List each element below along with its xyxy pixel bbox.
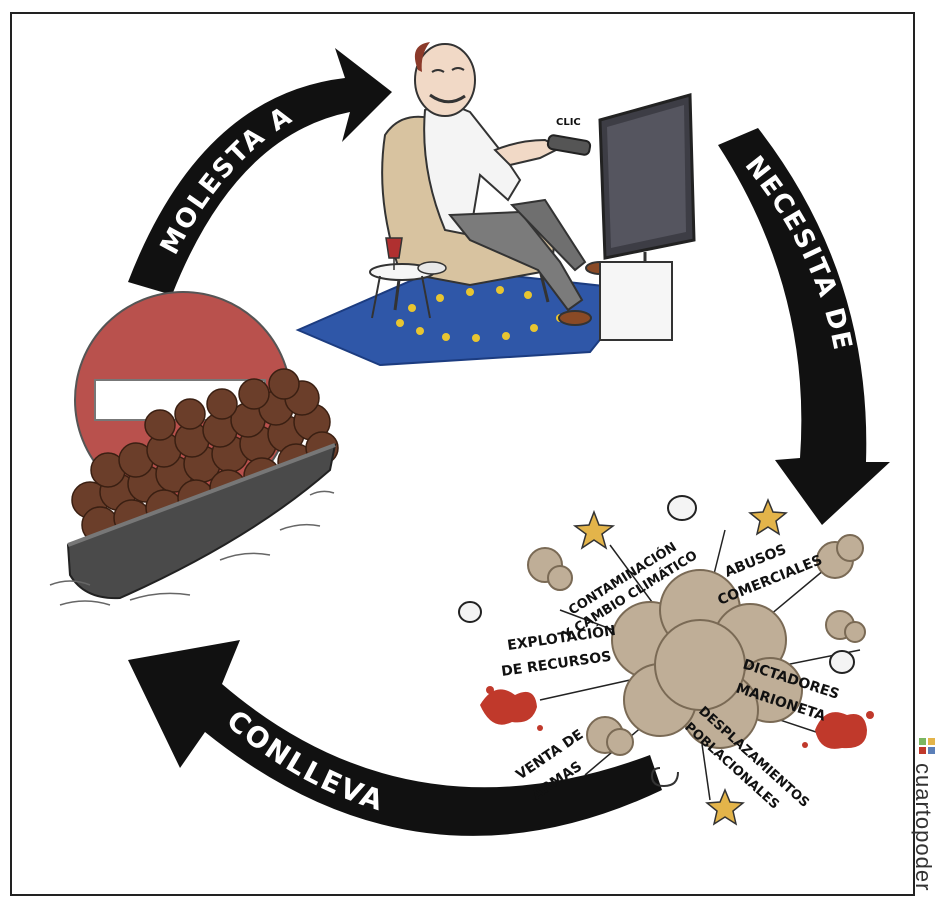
wine-glass	[385, 237, 403, 259]
small-clouds	[527, 534, 866, 756]
blood-splatters	[480, 686, 874, 749]
man-head	[414, 43, 476, 117]
brand-logo-icon	[919, 738, 935, 754]
sound-effect-clic: CLIC	[556, 117, 581, 128]
arrow-label-molesta-a: MOLESTA A	[155, 100, 299, 259]
explosion-scene: CONTAMINACIÓN Y CAMBIO CLIMÁTICO ABUSOS …	[458, 495, 874, 826]
dust-cloud	[611, 569, 803, 749]
arrow-molesta-a: MOLESTA A	[128, 48, 392, 295]
swirl	[650, 767, 679, 788]
snack-bowl	[417, 261, 447, 275]
tv-stand	[599, 261, 673, 341]
label-explotacion-1: EXPLOTACIÓN	[506, 621, 617, 654]
remote-control	[546, 134, 592, 156]
brand-watermark: cuartopoder	[911, 735, 940, 895]
shoe	[558, 310, 592, 326]
arrow-necesita-de: NECESITA DE	[718, 128, 890, 525]
water-waves	[49, 490, 335, 606]
skulls	[458, 495, 855, 674]
boat-hull	[66, 443, 337, 600]
brand-name: cuartopoder	[911, 763, 936, 892]
migrant-boat-scene	[49, 291, 339, 606]
european-man-scene: CLIC	[295, 42, 696, 367]
explosion-stars	[572, 498, 788, 826]
label-explotacion-2: DE RECURSOS	[500, 649, 612, 680]
